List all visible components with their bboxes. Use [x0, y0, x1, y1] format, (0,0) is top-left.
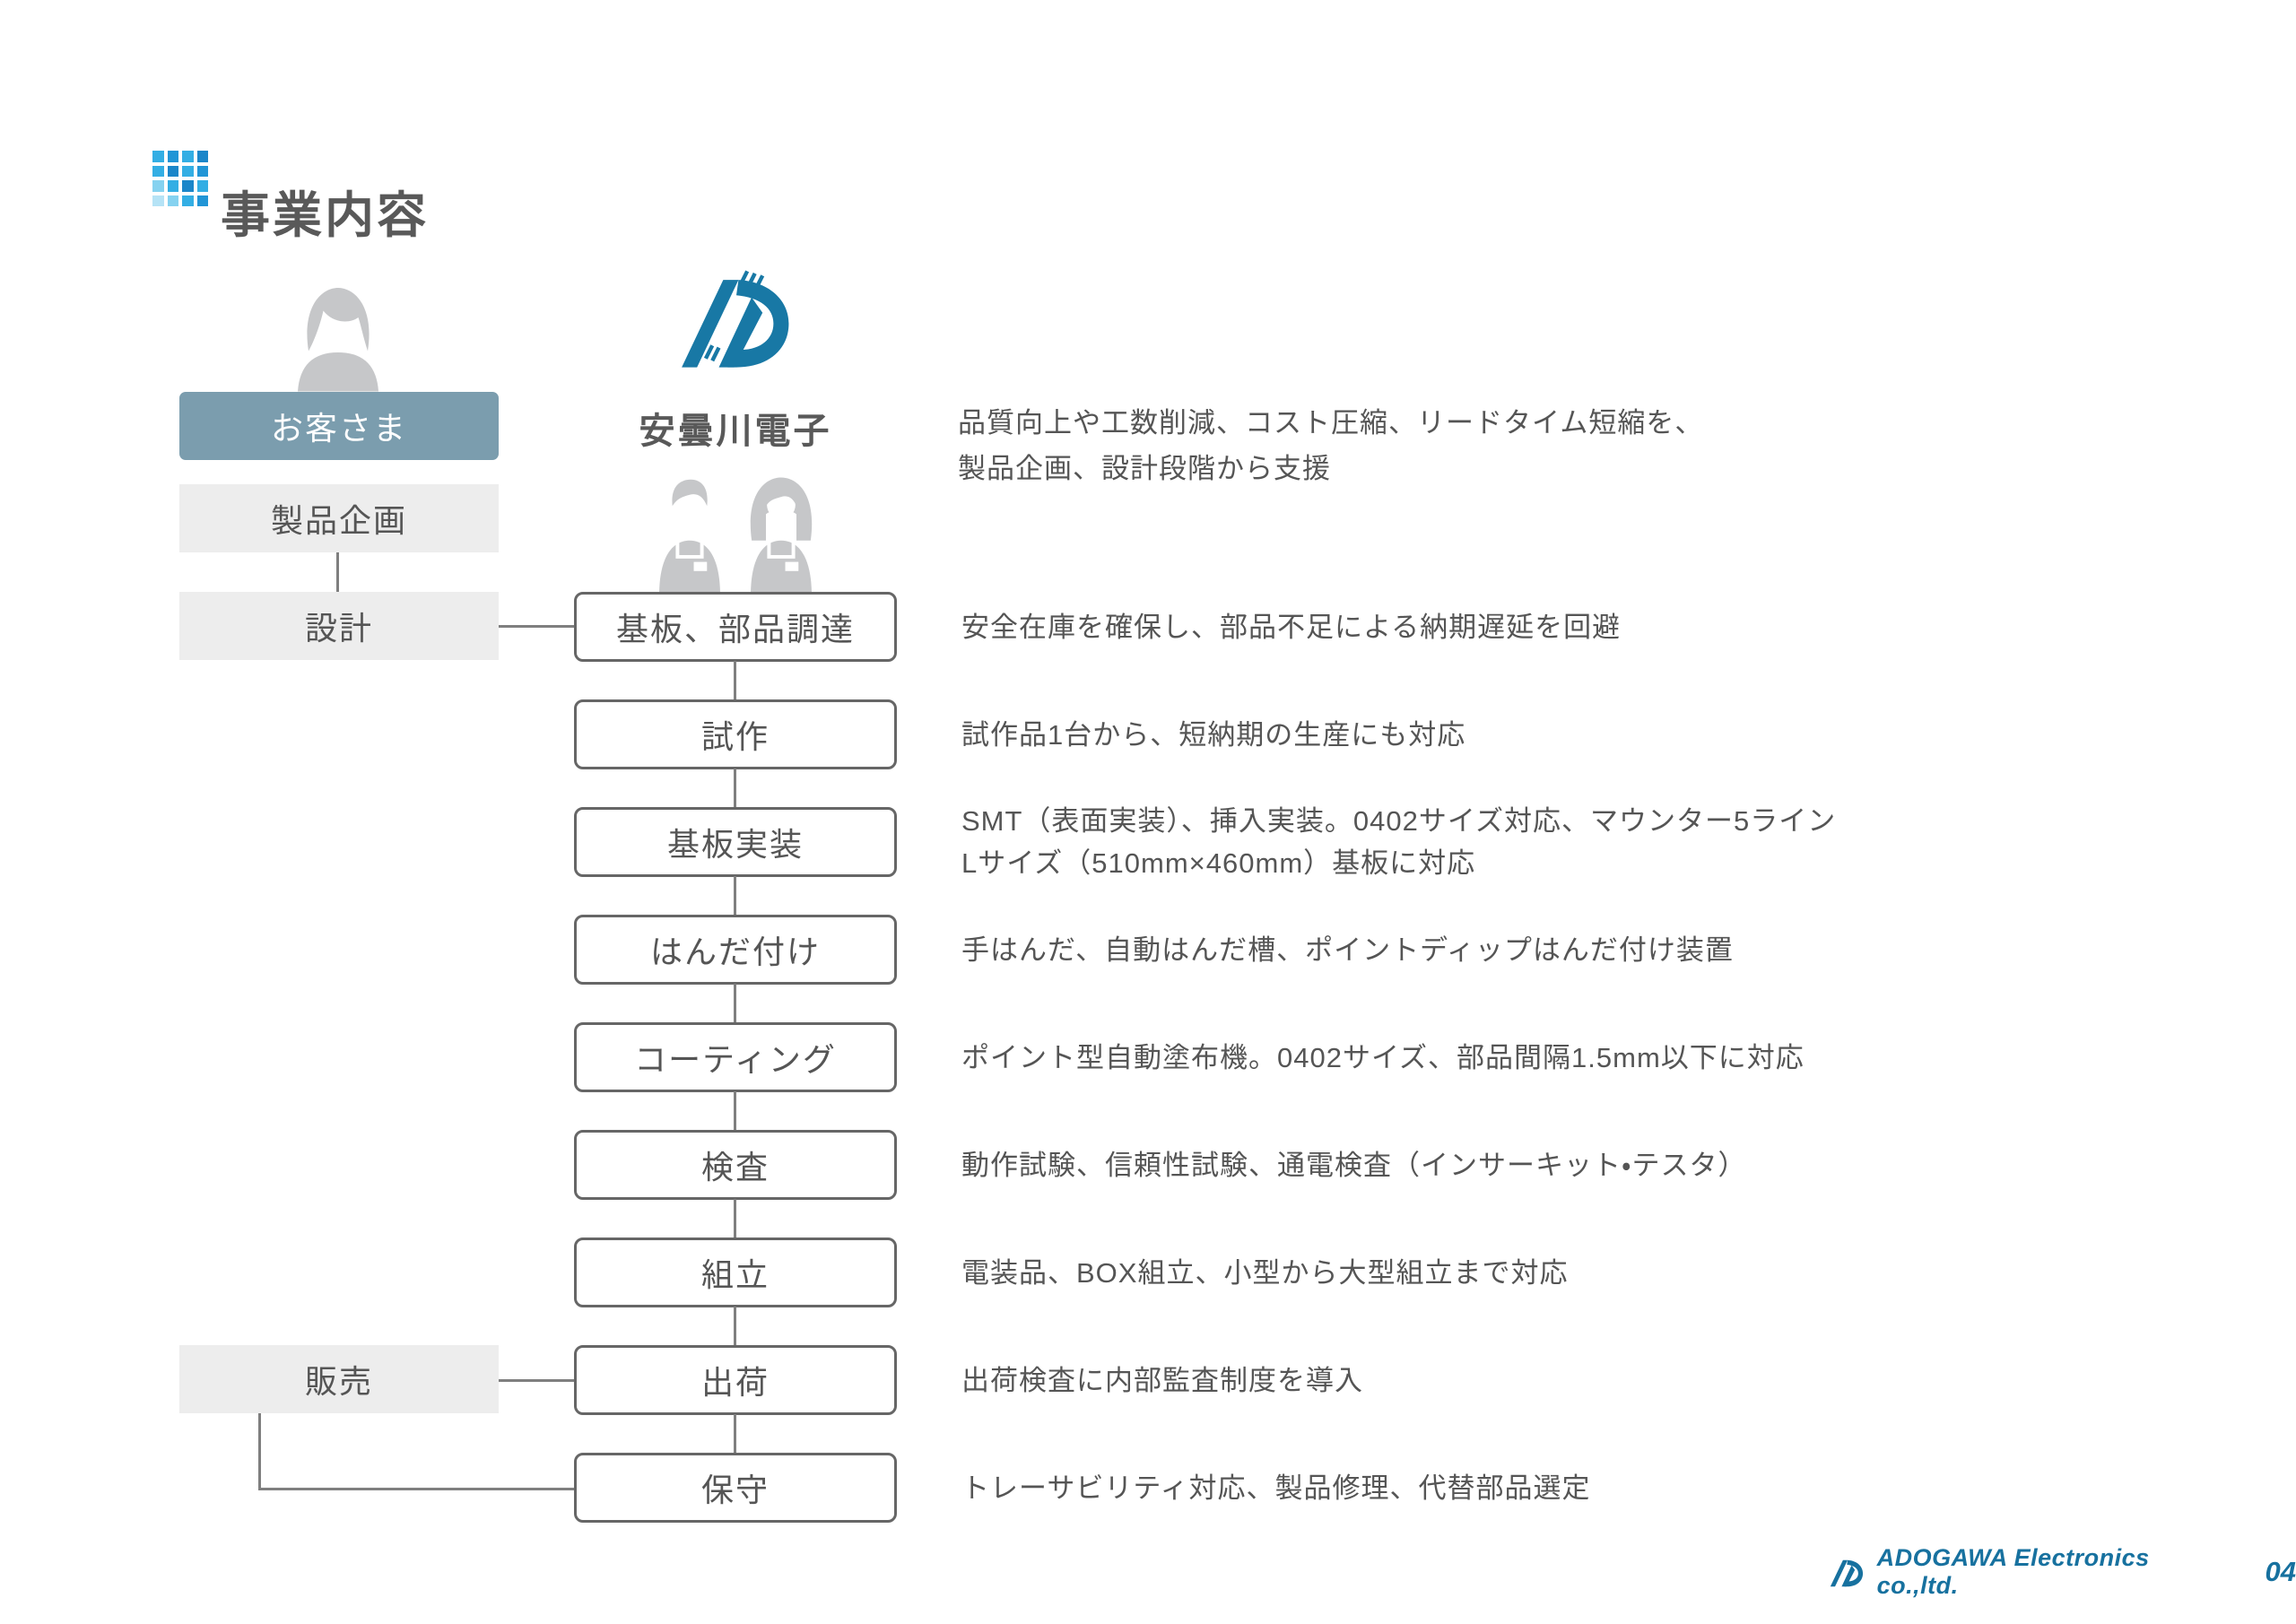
flow-step-description: 手はんだ、自動はんだ槽、ポイントディップはんだ付け装置: [961, 915, 1734, 985]
flow-step-box: コーティング: [574, 1022, 897, 1092]
flow-step-description-line: ポイント型自動塗布機。0402サイズ、部品間隔1.5mm以下に対応: [961, 1041, 1805, 1073]
connector-flow-vertical: [734, 661, 736, 699]
connector-flow-vertical: [734, 1199, 736, 1238]
flow-step-label: 検査: [700, 1149, 770, 1185]
customer-step-sales: 販売: [179, 1345, 499, 1413]
flow-step-box: 基板、部品調達: [574, 592, 897, 662]
flow-step-description-line: SMT（表面実装）、挿入実装。0402サイズ対応、マウンター5ライン: [961, 805, 1837, 837]
flow-step-description-line: 電装品、BOX組立、小型から大型組立まで対応: [961, 1256, 1569, 1289]
grid-icon-square: [167, 195, 178, 206]
flow-step-box: 組立: [574, 1238, 897, 1307]
connector-flow-vertical: [734, 769, 736, 807]
flow-step-description-line: 出荷検査に内部監査制度を導入: [961, 1364, 1363, 1396]
flow-step-description: 出荷検査に内部監査制度を導入: [961, 1345, 1363, 1415]
flow-step-label: はんだ付け: [649, 934, 821, 970]
connector-flow-vertical: [734, 984, 736, 1022]
grid-icon-square: [196, 151, 208, 162]
grid-icon-square: [152, 195, 164, 206]
flow-row: はんだ付け 手はんだ、自動はんだ槽、ポイントディップはんだ付け装置: [574, 876, 2278, 985]
flow-row: 組立 電装品、BOX組立、小型から大型組立まで対応: [574, 1199, 2278, 1307]
adogawa-logo: [682, 270, 789, 368]
grid-icon-square: [182, 165, 194, 177]
grid-icon-square: [196, 165, 208, 177]
flow-step-label: 基板、部品調達: [615, 611, 855, 647]
connector-flow-vertical: [734, 1091, 736, 1130]
flow-step-box: 出荷: [574, 1345, 897, 1415]
flow-row: 試作 試作品1台から、短納期の生産にも対応: [574, 661, 2278, 769]
grid-icon-square: [152, 165, 164, 177]
flow-step-box: 基板実装: [574, 807, 897, 877]
customer-label-box: お客さま: [179, 392, 499, 460]
grid-icon-square: [152, 180, 164, 192]
grid-icon-square: [182, 180, 194, 192]
workers-icon: [659, 477, 813, 595]
flow-step-label: 基板実装: [666, 826, 804, 863]
customer-step-design: 設計: [179, 592, 499, 660]
connector-sales-maintenance-horizontal: [258, 1488, 574, 1490]
flow-step-description: 電装品、BOX組立、小型から大型組立まで対応: [961, 1238, 1568, 1307]
flow-row: 基板、部品調達 安全在庫を確保し、部品不足による納期遅延を回避: [574, 592, 2278, 662]
grid-icon-square: [152, 151, 164, 162]
company-intro-line: 製品企画、設計段階から支援: [958, 453, 1331, 484]
flow-step-description-line: 安全在庫を確保し、部品不足による納期遅延を回避: [961, 611, 1622, 643]
flow-row: 出荷 出荷検査に内部監査制度を導入: [574, 1307, 2278, 1415]
flow-step-description: SMT（表面実装）、挿入実装。0402サイズ対応、マウンター5ライン Lサイズ（5…: [961, 805, 1836, 879]
flow-step-description-line: 試作品1台から、短納期の生産にも対応: [961, 718, 1466, 751]
flow-step-description-line: 手はんだ、自動はんだ槽、ポイントディップはんだ付け装置: [961, 934, 1734, 966]
flow-step-label: 出荷: [700, 1364, 770, 1401]
flow-row: コーティング ポイント型自動塗布機。0402サイズ、部品間隔1.5mm以下に対応: [574, 984, 2278, 1092]
flow-row: 検査 動作試験、信頼性試験、通電検査（インサーキット・テスタ）: [574, 1091, 2278, 1200]
flow-step-description: 動作試験、信頼性試験、通電検査（インサーキット・テスタ）: [961, 1130, 1747, 1200]
company-name: 安曇川電子: [639, 412, 832, 451]
flow-row: 基板実装 SMT（表面実装）、挿入実装。0402サイズ対応、マウンター5ライン L…: [574, 769, 2278, 879]
flow-step-box: 検査: [574, 1130, 897, 1200]
connector-flow-vertical: [734, 876, 736, 915]
customer-step-product-planning: 製品企画: [179, 484, 499, 552]
flow-step-description: 試作品1台から、短納期の生産にも対応: [961, 699, 1465, 769]
footer-company-name: ADOGAWA Electronics co.,ltd.: [1876, 1544, 2150, 1599]
flow-step-description: 安全在庫を確保し、部品不足による納期遅延を回避: [961, 592, 1621, 662]
connector-sales-maintenance-vertical: [258, 1413, 261, 1490]
flow-step-description: ポイント型自動塗布機。0402サイズ、部品間隔1.5mm以下に対応: [961, 1022, 1805, 1092]
grid-icon: [152, 151, 208, 206]
customer-person-icon: [298, 288, 378, 392]
flow-step-label: コーティング: [634, 1041, 837, 1078]
flow-step-description-line: トレーサビリティ対応、製品修理、代替部品選定: [961, 1472, 1591, 1504]
company-intro: 品質向上や工数削減、コスト圧縮、リードタイム短縮を、 製品企画、設計段階から支援: [958, 400, 1703, 491]
flow-row: 保守 トレーサビリティ対応、製品修理、代替部品選定: [574, 1414, 2278, 1523]
flow-step-box: 保守: [574, 1453, 897, 1523]
page-title: 事業内容: [221, 187, 430, 243]
connector-flow-vertical: [734, 1307, 736, 1345]
connector-planning-design: [336, 552, 339, 592]
grid-icon-square: [167, 180, 178, 192]
flow-step-label: 試作: [700, 718, 770, 755]
footer-page-number: 04: [2265, 1556, 2296, 1587]
connector-design-procurement: [499, 625, 574, 628]
grid-icon-square: [196, 180, 208, 192]
flow-step-description-line: Lサイズ（510mm×460mm）基板に対応: [961, 847, 1476, 879]
flow-step-description: トレーサビリティ対応、製品修理、代替部品選定: [961, 1453, 1591, 1523]
connector-sales-shipping: [499, 1379, 574, 1382]
grid-icon-square: [182, 195, 194, 206]
flow-step-box: はんだ付け: [574, 915, 897, 985]
grid-icon-square: [167, 151, 178, 162]
company-intro-line: 品質向上や工数削減、コスト圧縮、リードタイム短縮を、: [958, 407, 1704, 439]
grid-icon-square: [182, 151, 194, 162]
grid-icon-square: [167, 165, 178, 177]
flow-step-description-line: 動作試験、信頼性試験、通電検査（インサーキット・テスタ）: [961, 1149, 1747, 1181]
footer: ADOGAWA Electronics co.,ltd. 04: [1830, 1544, 2296, 1600]
adogawa-logo-small: [1830, 1559, 1864, 1587]
flow-step-box: 試作: [574, 699, 897, 769]
flow-step-label: 保守: [700, 1472, 770, 1508]
flow-step-label: 組立: [700, 1256, 770, 1293]
connector-flow-vertical: [734, 1414, 736, 1453]
grid-icon-square: [196, 195, 208, 206]
